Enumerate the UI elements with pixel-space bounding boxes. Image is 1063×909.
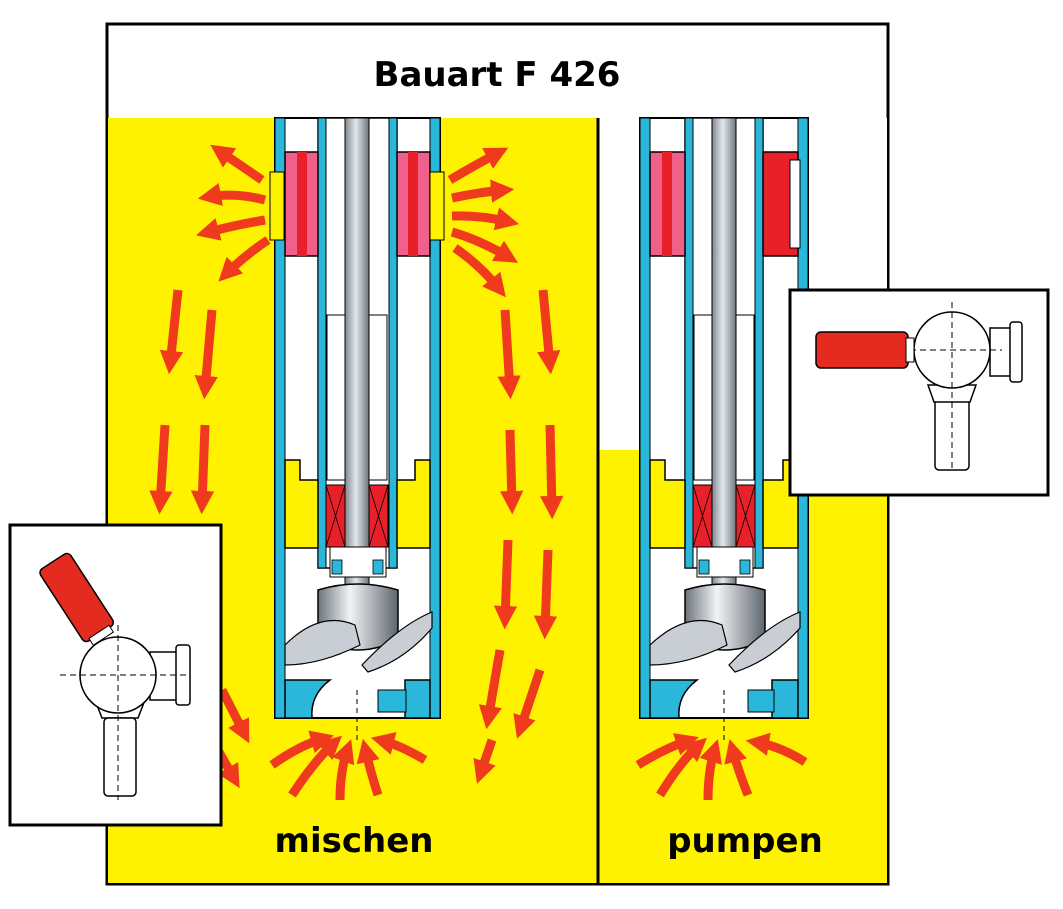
- inset-mischen-valve: [8, 523, 223, 827]
- right-flow-arrows: [635, 732, 808, 801]
- left-flow-arrows: [149, 144, 564, 801]
- left-shaft: [344, 117, 370, 589]
- label-pumpen: pumpen: [667, 821, 823, 861]
- inset-right-handle: [815, 331, 909, 369]
- right-shaft: [711, 117, 737, 589]
- inset-pumpen-valve: [788, 288, 1050, 497]
- left-mixer-unit: [269, 117, 445, 740]
- label-mischen: mischen: [275, 821, 434, 861]
- right-pump-unit: [639, 117, 809, 740]
- diagram-title: Bauart F 426: [374, 55, 621, 95]
